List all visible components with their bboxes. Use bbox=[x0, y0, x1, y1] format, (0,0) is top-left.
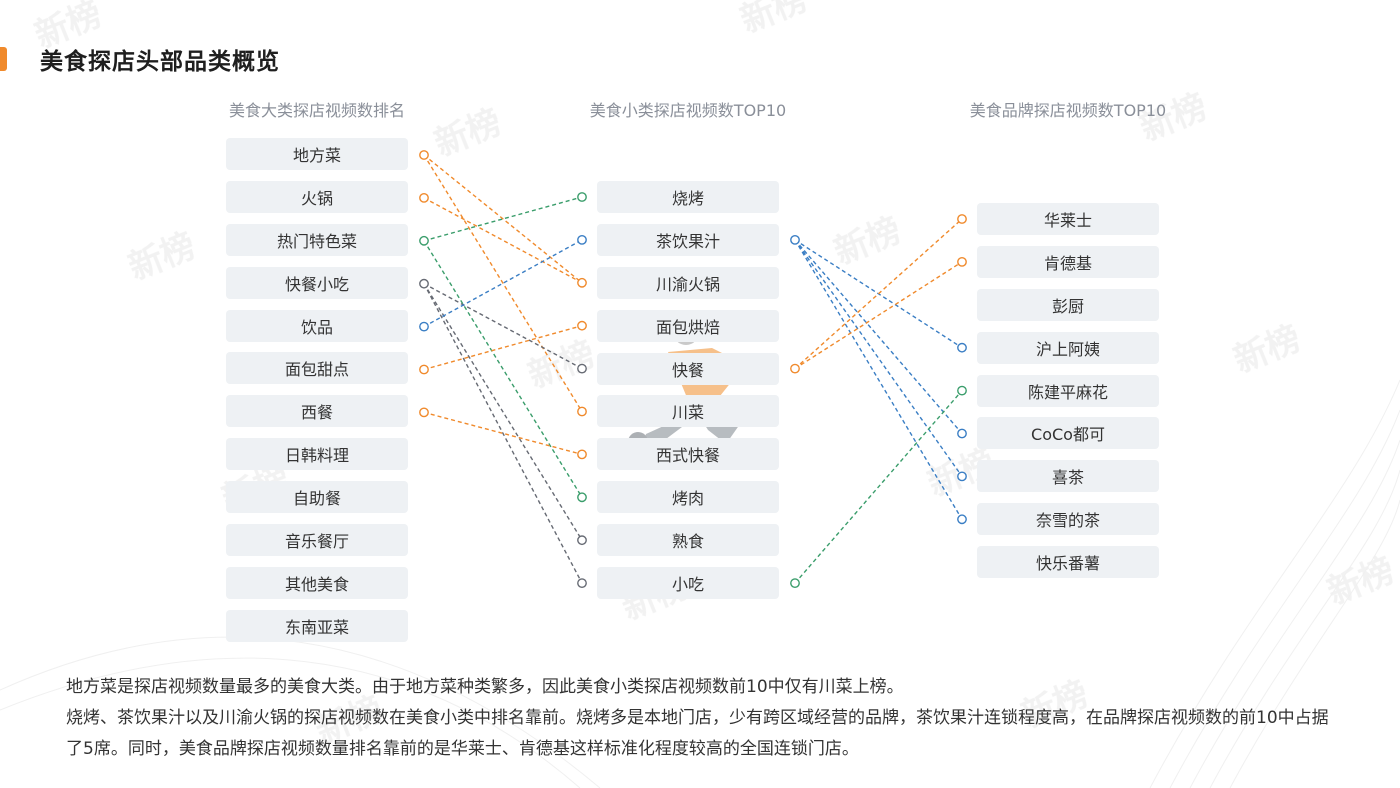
major-category-item: 西餐 bbox=[226, 395, 408, 428]
major-category-item: 面包甜点 bbox=[226, 352, 408, 385]
brand-item: 喜茶 bbox=[977, 460, 1159, 493]
brand-item: 彭厨 bbox=[977, 288, 1159, 321]
page-title: 美食探店头部品类概览 bbox=[40, 49, 280, 75]
major-category-item: 自助餐 bbox=[226, 481, 408, 514]
minor-category-item: 西式快餐 bbox=[597, 438, 779, 471]
brand-title: 美食品牌探店视频数TOP10 bbox=[969, 101, 1167, 120]
minor-category-list: 烧烤 茶饮果汁 川渝火锅 面包烘焙 快餐 川菜 西式快餐 烤肉 熟食 小吃 bbox=[597, 181, 779, 610]
major-category-item: 其他美食 bbox=[226, 566, 408, 599]
brand-item: 奈雪的茶 bbox=[977, 503, 1159, 536]
brand-item: CoCo都可 bbox=[977, 417, 1159, 450]
major-category-item: 快餐小吃 bbox=[226, 266, 408, 299]
description-line-2: 烧烤、茶饮果汁以及川渝火锅的探店视频数在美食小类中排名靠前。烧烤多是本地门店，少… bbox=[66, 708, 1329, 759]
minor-category-item: 小吃 bbox=[597, 567, 779, 600]
description: 地方菜是探店视频数量最多的美食大类。由于地方菜种类繁多，因此美食小类探店视频数前… bbox=[66, 672, 1336, 765]
minor-category-item: 川渝火锅 bbox=[597, 266, 779, 299]
major-category-item: 饮品 bbox=[226, 309, 408, 342]
minor-category-item: 茶饮果汁 bbox=[597, 223, 779, 256]
brand-item: 沪上阿姨 bbox=[977, 331, 1159, 364]
minor-category-item: 烤肉 bbox=[597, 481, 779, 514]
minor-category-item: 面包烘焙 bbox=[597, 309, 779, 342]
minor-category-item: 熟食 bbox=[597, 524, 779, 557]
major-category-list: 地方菜 火锅 热门特色菜 快餐小吃 饮品 面包甜点 西餐 日韩料理 自助餐 音乐… bbox=[226, 138, 408, 653]
major-category-item: 地方菜 bbox=[226, 138, 408, 170]
minor-category-item: 烧烤 bbox=[597, 181, 779, 213]
brand-item: 肯德基 bbox=[977, 245, 1159, 278]
major-category-item: 东南亚菜 bbox=[226, 609, 408, 642]
major-category-title: 美食大类探店视频数排名 bbox=[228, 101, 405, 120]
title-accent-bar bbox=[0, 47, 7, 71]
minor-category-item: 快餐 bbox=[597, 352, 779, 385]
major-category-item: 日韩料理 bbox=[226, 438, 408, 471]
major-category-item: 火锅 bbox=[226, 180, 408, 213]
major-category-item: 音乐餐厅 bbox=[226, 524, 408, 557]
minor-category-title: 美食小类探店视频数TOP10 bbox=[589, 101, 787, 120]
description-line-1: 地方菜是探店视频数量最多的美食大类。由于地方菜种类繁多，因此美食小类探店视频数前… bbox=[66, 677, 904, 697]
minor-category-item: 川菜 bbox=[597, 395, 779, 428]
brand-list: 华莱士 肯德基 彭厨 沪上阿姨 陈建平麻花 CoCo都可 喜茶 奈雪的茶 快乐番… bbox=[977, 203, 1159, 589]
major-category-item: 热门特色菜 bbox=[226, 223, 408, 256]
brand-item: 华莱士 bbox=[977, 203, 1159, 235]
brand-item: 陈建平麻花 bbox=[977, 374, 1159, 407]
brand-item: 快乐番薯 bbox=[977, 546, 1159, 579]
